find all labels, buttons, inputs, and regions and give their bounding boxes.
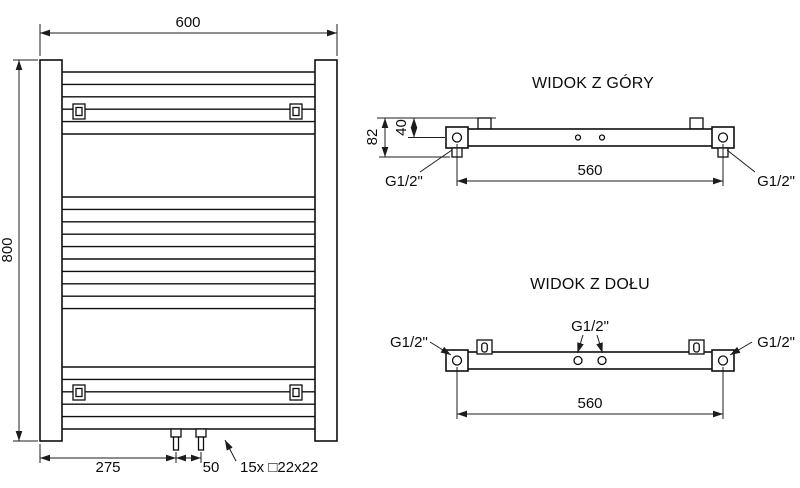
hidden-bottom-connection-mark xyxy=(574,134,582,141)
bottom-view-title: WIDOK Z DOŁU xyxy=(530,276,650,293)
connection-label-left: G1/2" xyxy=(390,334,452,356)
leader-line xyxy=(726,149,756,173)
dim-depth-label: 82 xyxy=(364,129,381,146)
right-connection-hole xyxy=(717,132,729,143)
connection-label-center: G1/2" xyxy=(571,318,609,354)
dim-axis-offset: 40 xyxy=(393,118,445,138)
bracket-tab-left xyxy=(477,117,492,130)
bracket-foot-left xyxy=(476,339,493,355)
dim-height: 800 xyxy=(0,59,38,442)
leader-line xyxy=(429,341,452,356)
dim-width: 600 xyxy=(39,14,338,56)
conn-right-label: G1/2" xyxy=(757,173,795,190)
dim-width-label: 600 xyxy=(175,14,200,31)
left-connection-hole xyxy=(451,132,463,143)
wall-bracket-bottom-right xyxy=(289,384,303,401)
center-connection-hole xyxy=(597,355,607,366)
bottom-view: WIDOK Z DOŁU G1/2" G1/2" G1/2" xyxy=(390,276,795,419)
connection-label-left: G1/2" xyxy=(385,149,453,190)
conn-left-label: G1/2" xyxy=(385,173,423,190)
dim-height-label: 800 xyxy=(0,237,16,262)
wall-bracket-bottom-left xyxy=(72,384,86,401)
bracket-tab-right xyxy=(689,117,704,130)
radiator-tubes xyxy=(62,71,315,430)
center-connection-hole xyxy=(573,355,583,366)
leader-line xyxy=(596,334,603,354)
right-connection-hole xyxy=(717,355,729,366)
front-view: 600 800 275 50 15x □22x22 xyxy=(0,14,338,476)
leader-line xyxy=(224,439,237,462)
connection-label-right: G1/2" xyxy=(726,149,795,190)
conn-center-label: G1/2" xyxy=(571,318,609,335)
valve-connection-right xyxy=(195,428,207,451)
dim-valve-spacing-label: 50 xyxy=(203,459,220,476)
conn-right-label: G1/2" xyxy=(757,334,795,351)
rail-body-top-view xyxy=(446,128,734,147)
dim-valve-offset-label: 275 xyxy=(95,459,120,476)
dim-axis-offset-label: 40 xyxy=(393,119,410,136)
top-view: WIDOK Z GÓRY 82 40 560 xyxy=(364,73,795,190)
dim-span-top: 560 xyxy=(456,144,724,186)
conn-left-label: G1/2" xyxy=(390,334,428,351)
left-connection-hole xyxy=(451,355,463,366)
hidden-bottom-connection-mark xyxy=(598,134,606,141)
right-collector xyxy=(314,59,338,442)
bracket-foot-right xyxy=(688,339,705,355)
connection-label-right: G1/2" xyxy=(729,334,795,356)
dim-span-label: 560 xyxy=(577,395,602,412)
tube-profile-note: 15x □22x22 xyxy=(224,439,318,476)
dim-bottom-connections: 275 50 xyxy=(39,444,220,476)
dim-depth: 82 xyxy=(364,118,450,158)
wall-bracket-top-left xyxy=(72,103,86,120)
valve-connection-left xyxy=(170,428,182,451)
wall-bracket-top-right xyxy=(289,103,303,120)
top-view-title: WIDOK Z GÓRY xyxy=(532,73,654,92)
left-collector xyxy=(39,59,63,442)
dim-span-bottom: 560 xyxy=(456,367,724,419)
leader-line xyxy=(729,341,753,356)
leader-line xyxy=(577,334,584,354)
tube-note-label: 15x □22x22 xyxy=(240,459,318,476)
leader-line xyxy=(419,149,453,173)
dim-span-label: 560 xyxy=(577,162,602,179)
